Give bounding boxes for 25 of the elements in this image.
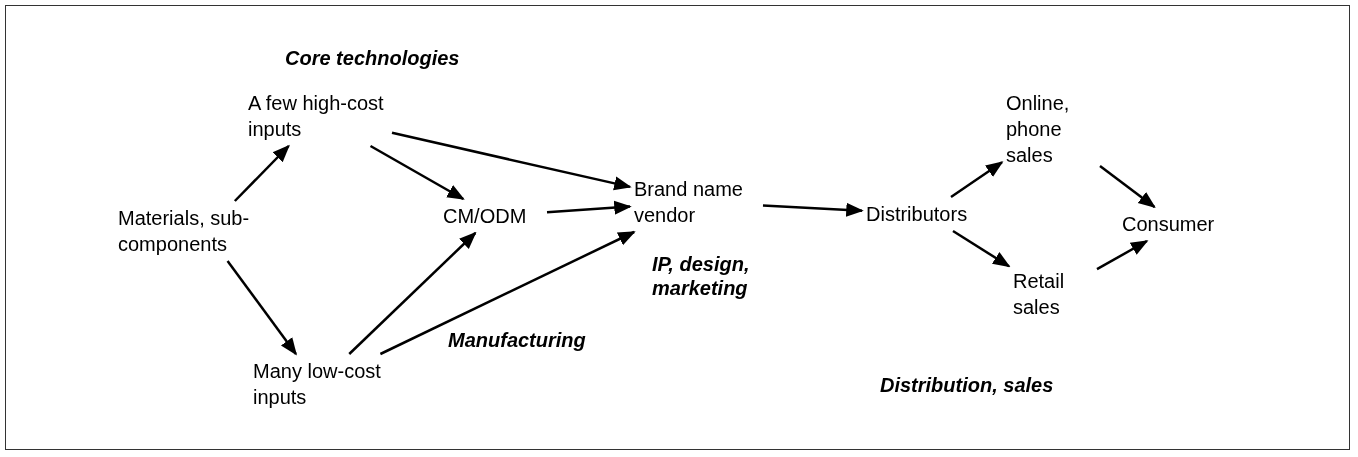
stage-heading: Manufacturing bbox=[448, 328, 586, 352]
node-label: Many low-cost inputs bbox=[253, 358, 383, 410]
node-label: Distributors bbox=[866, 201, 986, 227]
node-label: Consumer bbox=[1122, 211, 1232, 237]
role-label: IP, design, marketing bbox=[652, 252, 751, 300]
arrow bbox=[950, 161, 1004, 199]
arrow bbox=[348, 231, 477, 355]
stage-heading: Distribution, sales bbox=[880, 373, 1054, 397]
arrow bbox=[1096, 239, 1149, 271]
stage-heading: Core technologies bbox=[285, 46, 460, 70]
node-label: A few high-cost inputs bbox=[248, 90, 388, 142]
arrow bbox=[762, 202, 864, 217]
arrow bbox=[952, 229, 1011, 268]
arrow bbox=[233, 144, 290, 202]
arrow bbox=[391, 131, 632, 191]
node-label: Brand name vendor bbox=[634, 176, 759, 228]
node-label: Retail sales bbox=[1013, 268, 1093, 320]
node-label: Materials, sub-components bbox=[118, 205, 293, 257]
node-label: Online, phone sales bbox=[1006, 90, 1096, 168]
arrow bbox=[1099, 164, 1156, 209]
arrow bbox=[546, 200, 632, 215]
arrow bbox=[369, 144, 465, 201]
node-label: CM/ODM bbox=[443, 203, 543, 229]
arrow bbox=[226, 260, 297, 356]
arrow bbox=[379, 230, 636, 356]
